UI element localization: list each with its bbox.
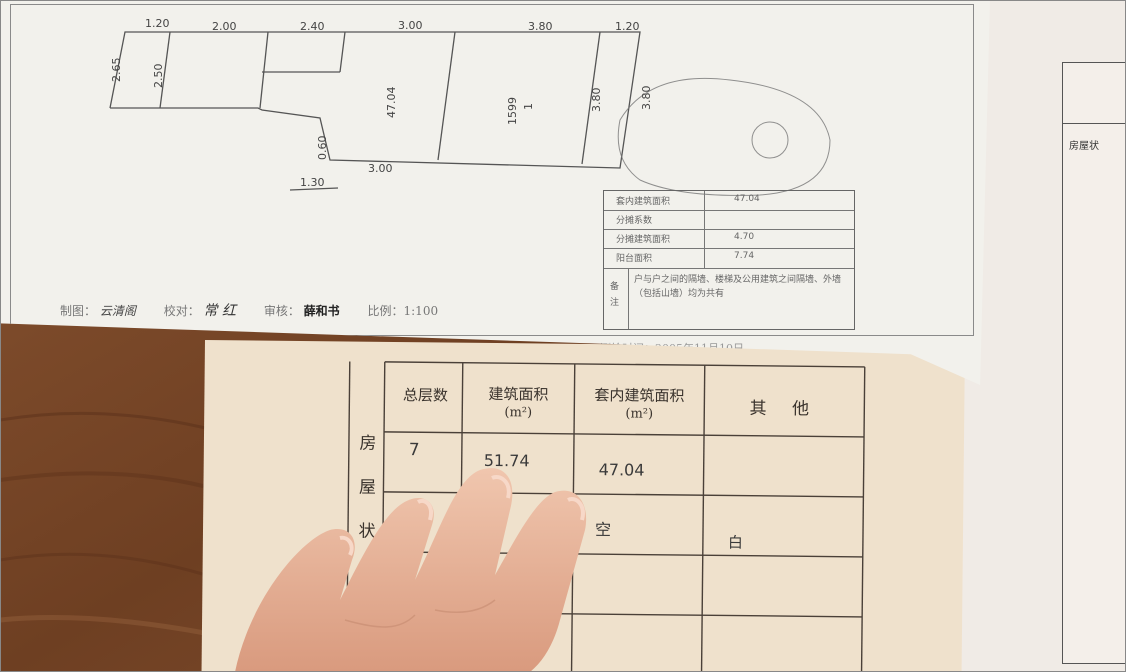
signature-line: 制图： 云清阁 校对： 常 红 审核： 薛和书 比例：1:100 — [60, 300, 438, 320]
reviewed-by-label: 审核： — [263, 304, 300, 318]
right-page-label: 房屋状 — [1069, 141, 1099, 152]
dim-top-5: 3.80 — [528, 20, 553, 33]
right-page-table: 房屋状 — [1062, 62, 1126, 664]
area-table-rows: 套内建筑面积 47.04 分摊系数 分摊建筑面积 4.70 阳台面积 7.74 — [604, 191, 854, 269]
dim-right-1: 3.80 — [590, 88, 603, 113]
checked-by-label: 校对： — [163, 304, 200, 318]
dim-left-1: 2.65 — [110, 58, 123, 83]
checked-by-name: 常 红 — [203, 303, 236, 319]
right-booklet: 房屋状 — [930, 0, 1126, 672]
dim-left-2: 2.50 — [152, 64, 165, 89]
floor-plan-drawing: 1.20 2.00 2.40 3.00 3.80 1.20 2.65 2.50 … — [109, 17, 831, 196]
note-text: 户与户之间的隔墙、楼梯及公用建筑之间隔墙、外墙（包括山墙）均为共有 — [634, 275, 842, 299]
table-row: 阳台面积 7.74 — [604, 248, 854, 269]
scale-bar-label: 1.30 — [300, 176, 325, 189]
note-label: 备注 — [610, 282, 620, 308]
dim-top-2: 2.00 — [212, 20, 237, 33]
dim-top-1: 1.20 — [145, 17, 170, 30]
dim-right-2: 3.80 — [640, 86, 653, 111]
room-code-top: 1599 — [506, 97, 519, 125]
room-area: 47.04 — [385, 87, 398, 119]
drawn-by-label: 制图： — [60, 304, 97, 318]
dim-top-3: 2.40 — [300, 20, 325, 33]
reviewed-by-name: 薛和书 — [303, 304, 340, 318]
table-row: 套内建筑面积 47.04 — [604, 191, 854, 211]
table-row: 分摊系数 — [604, 210, 854, 230]
dim-bottom-1: 0.60 — [316, 136, 329, 161]
plan-frame — [10, 4, 974, 336]
room-code-bottom: 1 — [522, 103, 535, 110]
dim-top-4: 3.00 — [398, 19, 423, 32]
dim-bottom-2: 3.00 — [368, 162, 393, 175]
drawn-by-name: 云清阁 — [99, 304, 136, 318]
floor-plan-sheet: 1.20 2.00 2.40 3.00 3.80 1.20 2.65 2.50 … — [0, 0, 990, 385]
scale-label: 比例：1:100 — [367, 304, 439, 318]
dim-top-6: 1.20 — [615, 20, 640, 33]
area-table: 套内建筑面积 47.04 分摊系数 分摊建筑面积 4.70 阳台面积 7.74 … — [603, 190, 855, 330]
table-row: 分摊建筑面积 4.70 — [604, 229, 854, 249]
